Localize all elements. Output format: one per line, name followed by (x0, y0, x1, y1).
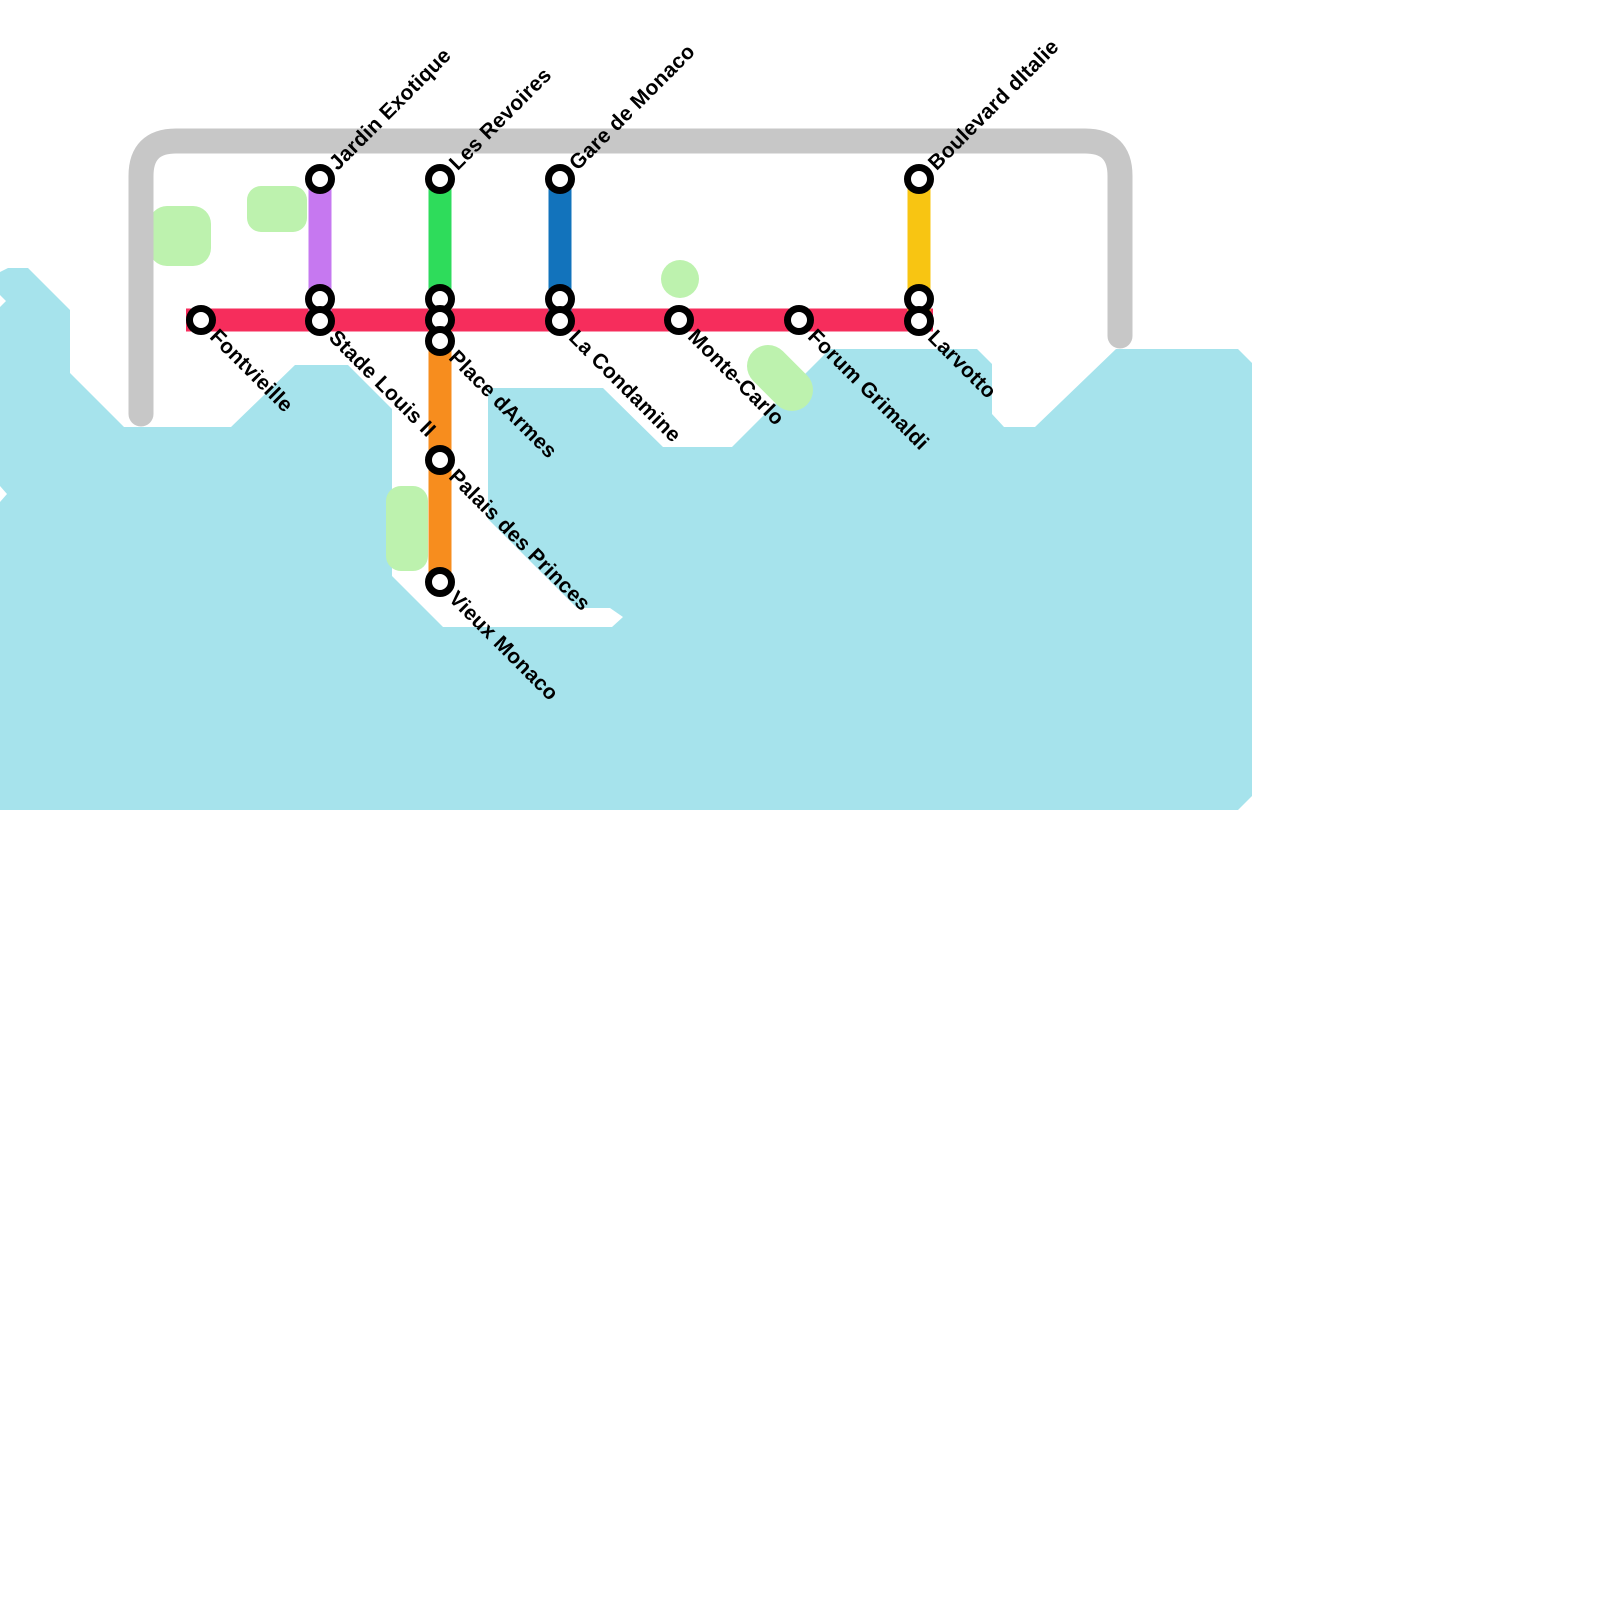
station-marker-place-darmes[interactable] (425, 326, 455, 356)
station-marker-monte-carlo[interactable] (664, 305, 694, 335)
sea-water (0, 268, 1252, 810)
station-marker-vieux-monaco[interactable] (425, 567, 455, 597)
station-marker-jardin-exotique[interactable] (305, 164, 335, 194)
station-marker-forum-grimaldi[interactable] (784, 305, 814, 335)
park-grimaldi-pill (747, 345, 813, 411)
ring-road (128, 128, 1133, 427)
station-marker-fontvieille[interactable] (186, 305, 216, 335)
park-fontvieille-hill (149, 206, 211, 266)
park-rocher (386, 486, 428, 571)
station-marker-boulevard-ditalie[interactable] (904, 164, 934, 194)
station-marker-les-revoires[interactable] (425, 164, 455, 194)
station-marker-gare-de-monaco[interactable] (545, 164, 575, 194)
station-marker-la-condamine[interactable] (545, 306, 575, 336)
station-marker-palais-des-princes[interactable] (425, 445, 455, 475)
park-jardin-exotique (247, 186, 307, 232)
station-marker-larvotto[interactable] (904, 306, 934, 336)
station-marker-stade-louis-ii[interactable] (305, 306, 335, 336)
park-monte-carlo-circle (661, 260, 699, 298)
